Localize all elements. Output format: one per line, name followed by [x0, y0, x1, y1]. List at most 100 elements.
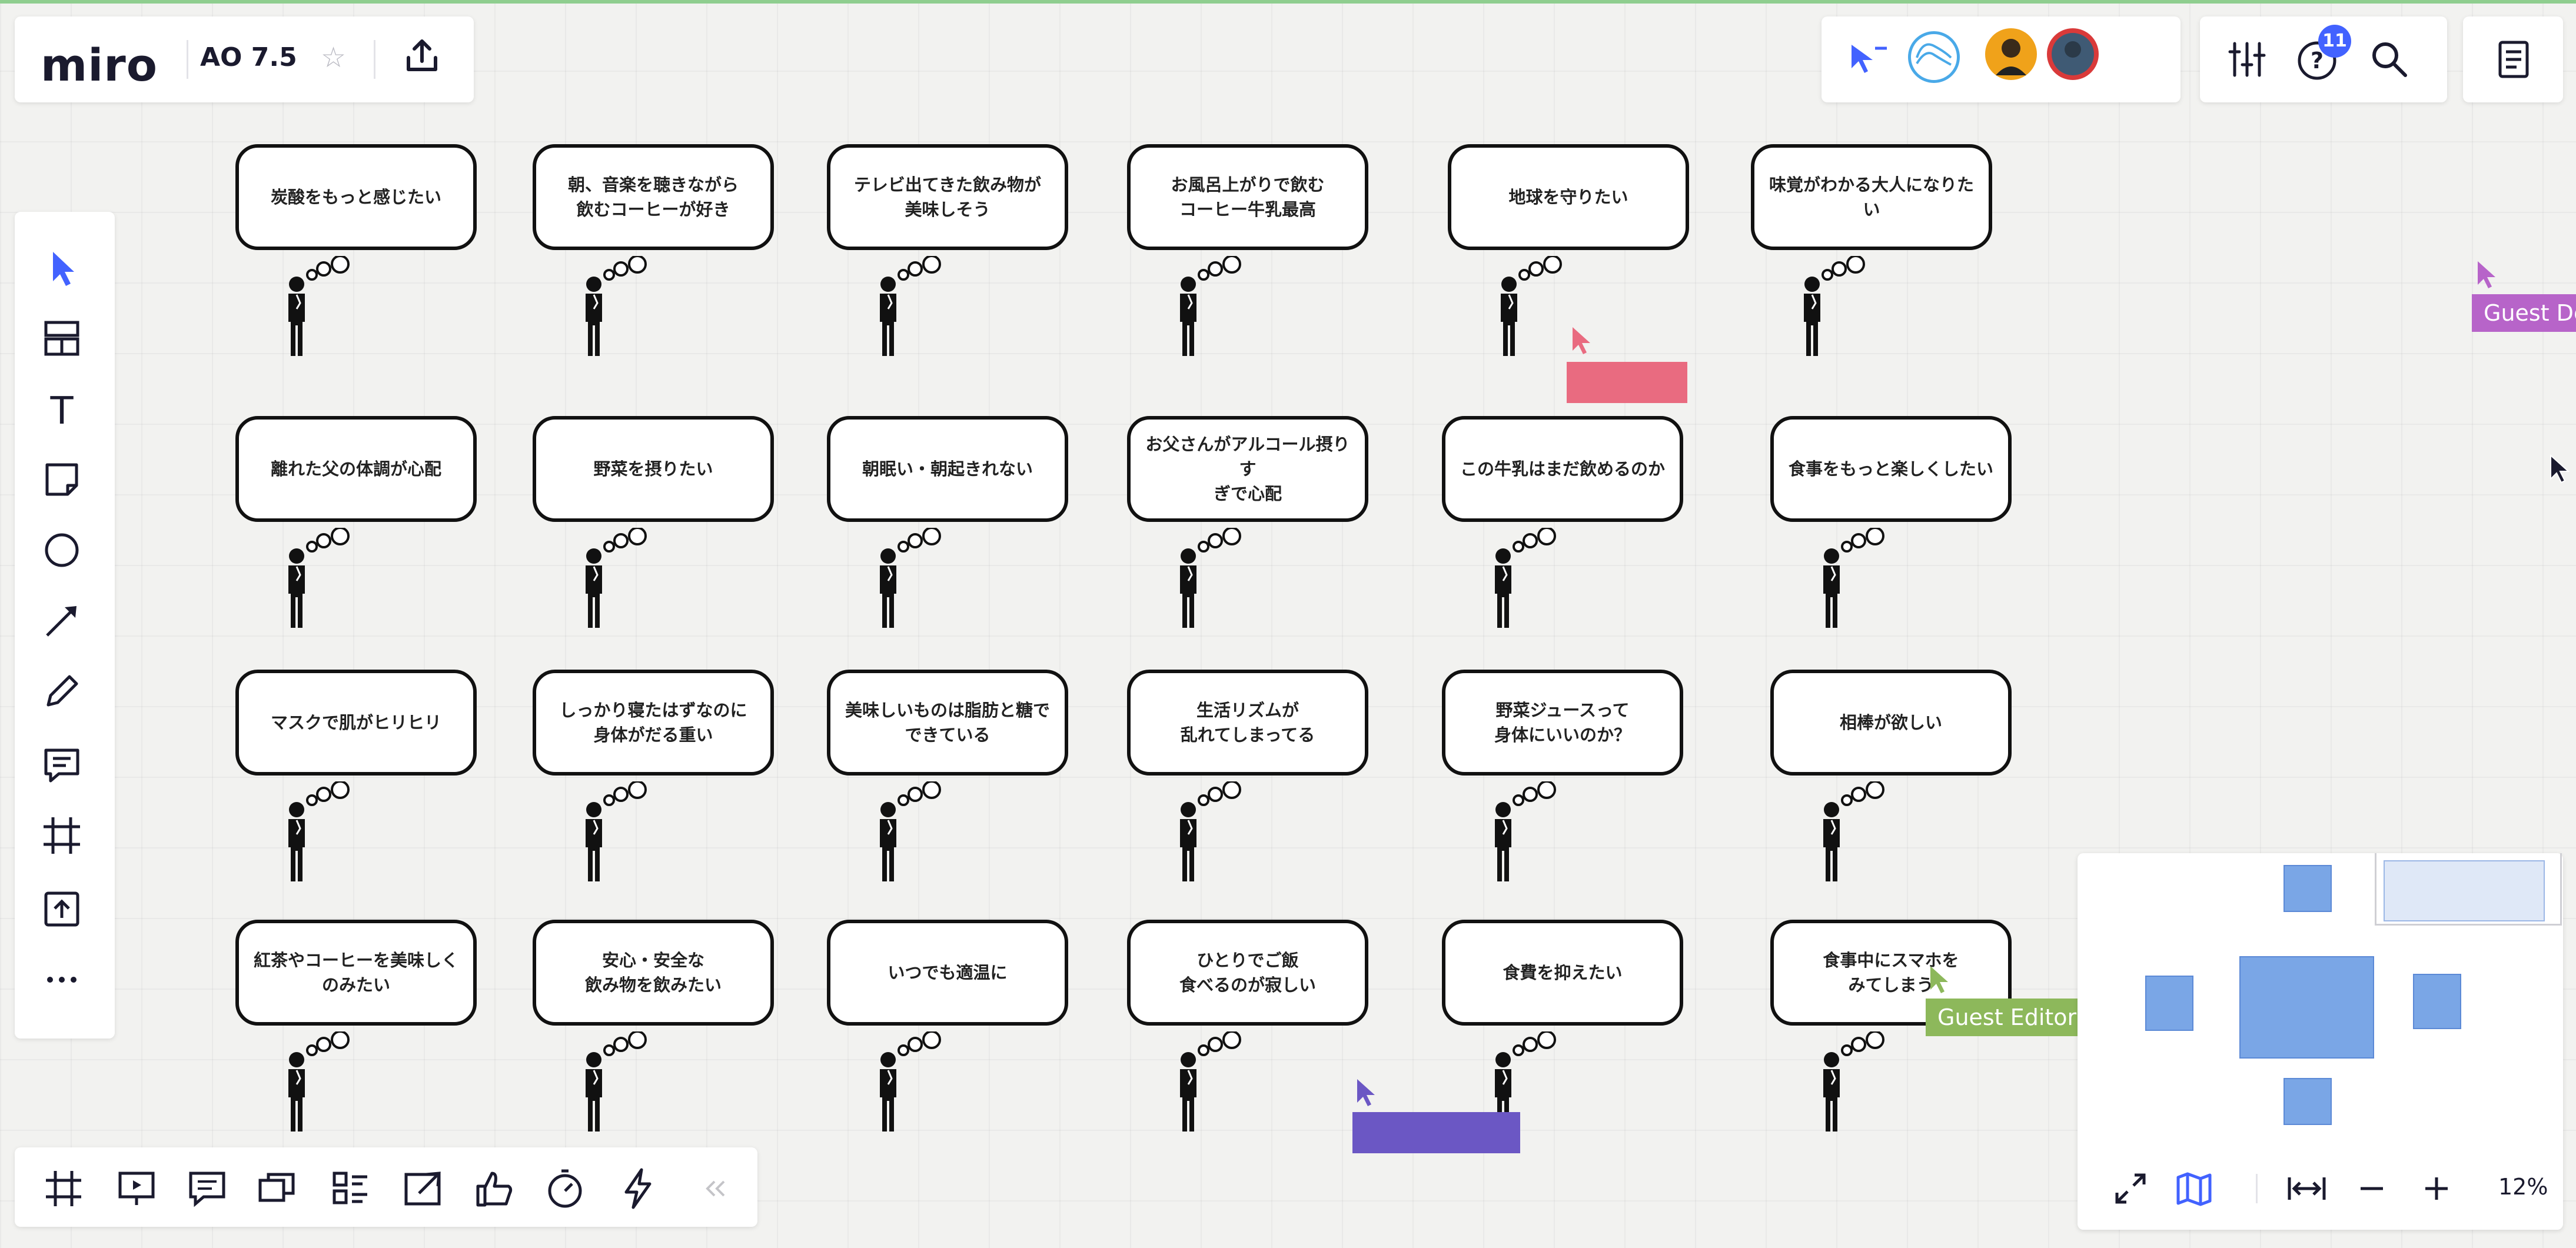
cursor-tracking-icon[interactable]: [1848, 41, 1889, 76]
miro-logo[interactable]: miro: [41, 39, 158, 91]
select-tool-icon[interactable]: [35, 241, 88, 294]
search-icon[interactable]: [2369, 39, 2410, 80]
divider: [2256, 1174, 2258, 1203]
thought-card[interactable]: 生活リズムが 乱れてしまってる: [1127, 670, 1368, 776]
card-list-icon[interactable]: [327, 1165, 374, 1212]
text-tool-icon[interactable]: T: [35, 382, 88, 435]
thought-card[interactable]: マスクで肌がヒリヒリ: [235, 670, 477, 776]
thought-card[interactable]: 食事中にスマホを みてしまう: [1770, 920, 2012, 1026]
minimap-frame: [2284, 865, 2332, 912]
guest-editor-cursor-label: Guest Editor: [1926, 999, 2089, 1036]
thinking-person-icon: [586, 1031, 647, 1131]
minimap-panel: [2078, 853, 2563, 1230]
thought-card[interactable]: お風呂上がりで飲む コーヒー牛乳最高: [1127, 144, 1368, 250]
purple-rectangle-shape[interactable]: [1352, 1112, 1520, 1153]
thought-card[interactable]: この牛乳はまだ飲めるのか: [1442, 416, 1683, 522]
help-icon[interactable]: ?: [2295, 39, 2339, 82]
board-title-panel: miro: [15, 16, 474, 102]
fit-to-screen-icon[interactable]: [2110, 1168, 2151, 1209]
voting-like-icon[interactable]: [471, 1165, 518, 1212]
thought-card[interactable]: 野菜ジュースって 身体にいいのか？: [1442, 670, 1683, 776]
thinking-person-icon: [1180, 781, 1241, 881]
zoom-level[interactable]: 12%: [2498, 1174, 2548, 1200]
thought-card[interactable]: 美味しいものは脂肪と糖で できている: [827, 670, 1068, 776]
thought-card[interactable]: 食事をもっと楽しくしたい: [1770, 416, 2012, 522]
activity-bolt-icon[interactable]: [614, 1165, 662, 1212]
thinking-person-icon: [880, 1031, 941, 1131]
fit-width-icon[interactable]: [2285, 1168, 2329, 1209]
board-top-edge: [0, 0, 2576, 4]
settings-sliders-icon[interactable]: [2226, 39, 2268, 80]
minimap-frame: [2413, 974, 2461, 1029]
thinking-person-icon: [288, 528, 350, 628]
thought-card[interactable]: 離れた父の体調が心配: [235, 416, 477, 522]
thinking-person-icon: [1495, 528, 1556, 628]
upload-icon[interactable]: [35, 883, 88, 936]
thinking-person-icon: [1180, 256, 1241, 356]
frames-icon[interactable]: [40, 1165, 87, 1212]
thought-card[interactable]: 地球を守りたい: [1448, 144, 1689, 250]
board-title[interactable]: AO 7.5: [200, 42, 297, 72]
video-chat-icon[interactable]: [254, 1165, 301, 1212]
thought-card[interactable]: いつでも適温に: [827, 920, 1068, 1026]
thinking-person-icon: [880, 528, 941, 628]
svg-text:?: ?: [2311, 48, 2324, 74]
pen-tool-icon[interactable]: [35, 665, 88, 718]
thought-card[interactable]: 安心・安全な 飲み物を飲みたい: [533, 920, 774, 1026]
thought-card[interactable]: しっかり寝たはずなのに 身体がだる重い: [533, 670, 774, 776]
minimap-toggle-icon[interactable]: [2173, 1168, 2215, 1209]
more-tools-icon[interactable]: [35, 953, 88, 1006]
guest-editor-cursor-icon: [1930, 966, 1948, 993]
collaborator-avatar[interactable]: [2047, 28, 2099, 80]
svg-text:T: T: [49, 390, 74, 433]
thought-card[interactable]: 相棒が欲しい: [1770, 670, 2012, 776]
star-icon[interactable]: ☆: [321, 41, 347, 74]
frame-tool-icon[interactable]: [35, 809, 88, 862]
thought-card[interactable]: 食費を抑えたい: [1442, 920, 1683, 1026]
templates-icon[interactable]: [35, 312, 88, 365]
timer-icon[interactable]: [541, 1165, 589, 1212]
thought-card[interactable]: 炭酸をもっと感じたい: [235, 144, 477, 250]
presentation-icon[interactable]: [113, 1165, 160, 1212]
connection-line-icon[interactable]: [35, 594, 88, 647]
thought-card[interactable]: テレビ出てきた飲み物が 美味しそう: [827, 144, 1068, 250]
zoom-out-icon[interactable]: [2351, 1168, 2392, 1209]
purple-cursor-icon: [1357, 1079, 1375, 1106]
thinking-person-icon: [1804, 256, 1865, 356]
minimap-frame: [2145, 976, 2193, 1031]
thinking-person-icon: [1180, 1031, 1241, 1131]
thought-card[interactable]: 朝眠い・朝起きれない: [827, 416, 1068, 522]
thought-card[interactable]: ひとりでご飯 食べるのが寂しい: [1127, 920, 1368, 1026]
thinking-person-icon: [1823, 1031, 1884, 1131]
thinking-person-icon: [1823, 781, 1884, 881]
thought-card[interactable]: 朝、音楽を聴きながら 飲むコーヒーが好き: [533, 144, 774, 250]
minimap-frame: [2384, 860, 2545, 921]
creation-toolbar: [15, 212, 115, 1039]
collapse-toolbar-icon[interactable]: [690, 1165, 737, 1212]
minimap-frame: [2239, 956, 2374, 1059]
thinking-person-icon: [586, 256, 647, 356]
thinking-person-icon: [288, 256, 350, 356]
zoom-in-icon[interactable]: [2416, 1168, 2457, 1209]
collaboration-toolbar: [15, 1147, 757, 1227]
comment-tool-icon[interactable]: [35, 738, 88, 791]
export-icon[interactable]: [401, 35, 443, 76]
share-screen-icon[interactable]: [400, 1165, 447, 1212]
thinking-person-icon: [1501, 256, 1562, 356]
minimap-viewport[interactable]: [2375, 853, 2562, 926]
collaborator-avatar[interactable]: [1985, 28, 2037, 80]
thought-card[interactable]: 紅茶やコーヒーを美味しく のみたい: [235, 920, 477, 1026]
notes-icon[interactable]: [2493, 39, 2534, 80]
minimap-frame: [2284, 1078, 2332, 1125]
comments-icon[interactable]: [184, 1165, 231, 1212]
collaborator-avatar[interactable]: [1908, 31, 1960, 83]
pink-rectangle-shape[interactable]: [1567, 362, 1687, 403]
thought-card[interactable]: お父さんがアルコール摂りす ぎで心配: [1127, 416, 1368, 522]
shape-tool-icon[interactable]: [35, 524, 88, 577]
divider: [187, 40, 188, 79]
thought-card[interactable]: 味覚がわかる大人になりたい: [1751, 144, 1992, 250]
sticky-note-icon[interactable]: [35, 453, 88, 506]
thinking-person-icon: [1823, 528, 1884, 628]
pink-cursor-icon: [1573, 327, 1590, 354]
thought-card[interactable]: 野菜を摂りたい: [533, 416, 774, 522]
